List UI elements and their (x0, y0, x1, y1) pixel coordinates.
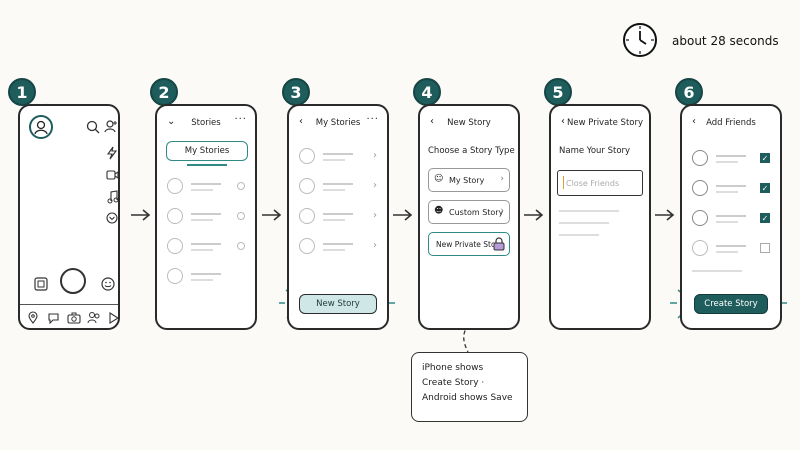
clock-icon (623, 23, 657, 57)
timer-label: about 28 seconds (672, 34, 779, 48)
option-label: New Private Story (436, 239, 504, 249)
checkbox-checked[interactable]: ✓ (760, 153, 770, 163)
memories-icon[interactable] (34, 277, 48, 291)
add-friend-icon[interactable] (104, 119, 118, 133)
capture-button[interactable] (60, 268, 86, 294)
more-icon[interactable]: ··· (234, 114, 247, 125)
step-badge-3: 3 (282, 78, 310, 106)
chevron-right-icon: › (500, 174, 504, 184)
pill-underline (187, 164, 227, 166)
flow-arrow-4-5 (524, 209, 544, 221)
friend-row[interactable] (692, 180, 770, 200)
option-my-story[interactable]: ☺ My Story › (428, 168, 510, 192)
screen-title: New Private Story (566, 118, 644, 128)
platform-note: iPhone shows Create Story · Android show… (411, 352, 528, 422)
step-badge-6: 6 (675, 78, 703, 106)
screen-title: Stories (191, 118, 221, 128)
back-icon[interactable]: ‹ (430, 116, 434, 127)
checkbox-checked[interactable]: ✓ (760, 183, 770, 193)
map-pin-icon[interactable] (27, 311, 39, 324)
step-badge-4: 4 (413, 78, 441, 106)
search-icon[interactable] (86, 120, 100, 134)
screen-title: My Stories (315, 118, 361, 128)
step-badge-2: 2 (150, 78, 178, 106)
phone-new-story: ‹ New Story Choose a Story Type ☺ My Sto… (418, 104, 520, 330)
step-badge-1: 1 (8, 78, 36, 106)
lock-icon (493, 237, 505, 251)
checkbox-checked[interactable]: ✓ (760, 213, 770, 223)
friends-icon[interactable] (87, 311, 101, 324)
flash-icon[interactable] (106, 146, 118, 160)
note-line: iPhone shows (422, 363, 484, 373)
option-custom-story[interactable]: ☻ Custom Story › (428, 200, 510, 224)
profile-avatar-icon[interactable] (29, 115, 53, 139)
music-icon[interactable] (107, 190, 119, 204)
more-icon[interactable]: ··· (366, 114, 379, 125)
phone-add-friends: ‹ Add Friends ✓ ✓ ✓ Create Story (680, 104, 782, 330)
story-row[interactable] (167, 208, 245, 228)
back-icon[interactable]: ‹ (692, 116, 696, 127)
story-row[interactable] (167, 268, 245, 288)
flow-arrow-1-2 (131, 209, 151, 221)
flow-arrow-5-6 (655, 209, 675, 221)
new-story-button[interactable]: New Story (299, 294, 377, 314)
option-label: Custom Story (449, 207, 504, 217)
name-story-heading: Name Your Story (559, 146, 631, 156)
story-row[interactable]: › (299, 148, 377, 168)
play-icon[interactable] (107, 312, 119, 324)
lens-smile-icon[interactable] (101, 277, 115, 291)
option-label: My Story (449, 175, 485, 185)
phone-my-stories: ‹ My Stories ··· › › › › New Story (287, 104, 389, 330)
step-badge-5: 5 (544, 78, 572, 106)
camera-icon[interactable] (67, 312, 81, 324)
screen-title: Add Friends (706, 118, 756, 128)
option-new-private-story[interactable]: New Private Story (428, 232, 510, 256)
group-icon: ☻ (434, 206, 444, 216)
my-stories-label: My Stories (184, 146, 230, 156)
chevron-right-icon: › (500, 206, 504, 216)
back-icon[interactable]: ‹ (561, 116, 565, 127)
story-row[interactable]: › (299, 238, 377, 258)
note-line: Android shows Save (422, 393, 513, 403)
screen-title: New Story (447, 118, 491, 128)
back-icon[interactable]: ‹ (299, 116, 303, 127)
flow-arrow-3-4 (393, 209, 413, 221)
friend-row[interactable] (692, 150, 770, 170)
person-icon: ☺ (434, 174, 444, 184)
friend-row[interactable] (692, 210, 770, 230)
chat-icon[interactable] (47, 312, 60, 324)
phone-stories: ⌄ Stories ··· My Stories (155, 104, 257, 330)
more-options-icon[interactable] (106, 212, 118, 224)
story-name-input[interactable]: Close Friends (557, 170, 643, 196)
bottom-nav (20, 304, 119, 328)
my-stories-pill[interactable]: My Stories (166, 141, 248, 161)
checkbox-unchecked[interactable] (760, 243, 770, 253)
phone-new-private-story: ‹ New Private Story Name Your Story Clos… (549, 104, 651, 330)
story-row[interactable] (167, 178, 245, 198)
phone-camera (18, 104, 120, 330)
input-placeholder: Close Friends (566, 178, 620, 188)
video-icon[interactable] (106, 170, 119, 180)
friend-row[interactable] (692, 240, 770, 260)
story-row[interactable]: › (299, 208, 377, 228)
story-row[interactable] (167, 238, 245, 258)
create-story-button[interactable]: Create Story (694, 294, 768, 314)
flow-arrow-2-3 (262, 209, 282, 221)
story-row[interactable]: › (299, 178, 377, 198)
note-line: Create Story · (422, 378, 485, 388)
chevron-down-icon[interactable]: ⌄ (167, 116, 176, 127)
story-type-heading: Choose a Story Type (428, 146, 515, 156)
